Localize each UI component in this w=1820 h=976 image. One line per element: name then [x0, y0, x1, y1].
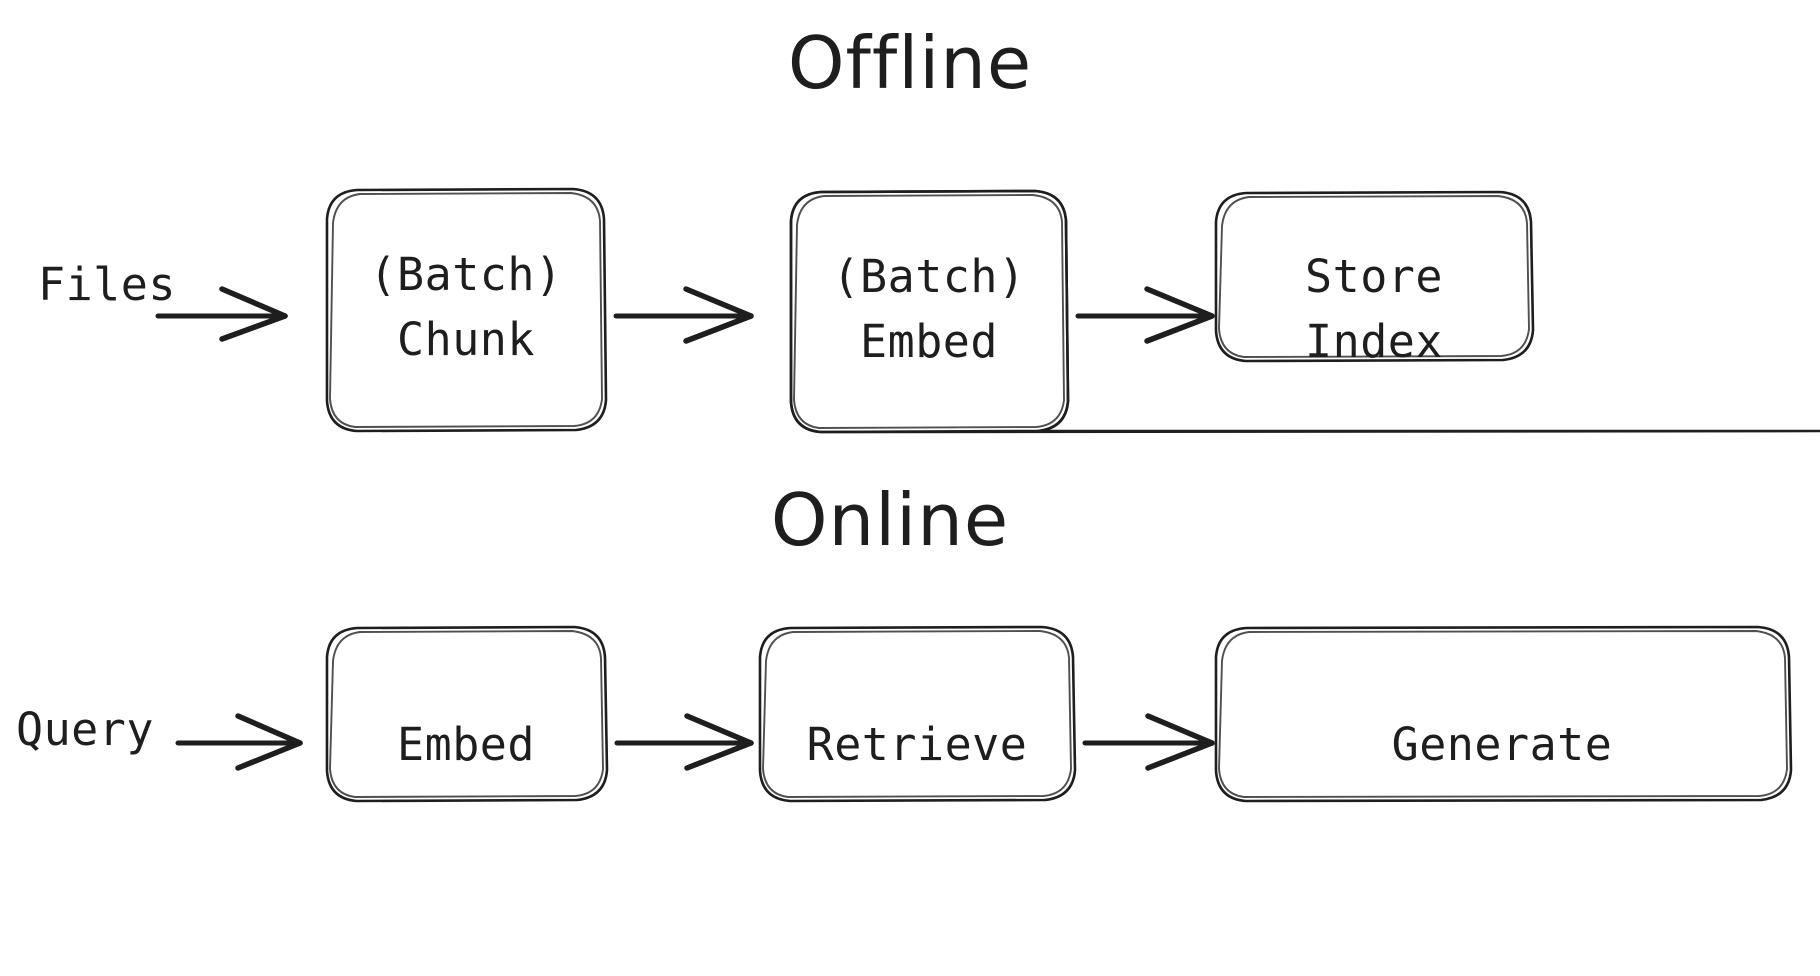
node-store-index-line1: Store — [1305, 250, 1443, 303]
arrow-query-to-embed — [175, 713, 303, 771]
online-section-title: Online — [771, 478, 1009, 562]
node-generate[interactable]: Generate — [1214, 625, 1793, 803]
arrow-retrieve-to-generate — [1082, 713, 1215, 771]
node-generate-label: Generate — [1392, 718, 1613, 771]
offline-section: Offline Files (Batch) Chunk — [38, 21, 1820, 434]
node-embed[interactable]: Embed — [325, 625, 609, 803]
online-section: Online Query Embed — [16, 478, 1793, 803]
arrow-embed-to-retrieve — [614, 713, 754, 771]
node-batch-embed-line2: Embed — [860, 315, 998, 368]
node-embed-label: Embed — [397, 718, 535, 771]
node-batch-chunk[interactable]: (Batch) Chunk — [325, 187, 608, 433]
arrow-embed-to-store — [1075, 286, 1215, 344]
node-retrieve[interactable]: Retrieve — [758, 625, 1077, 803]
node-retrieve-label: Retrieve — [807, 718, 1028, 771]
arrow-chunk-to-embed — [613, 286, 754, 344]
files-input-label: Files — [38, 258, 176, 311]
node-store-index[interactable]: Store Index — [1214, 190, 1535, 368]
node-batch-chunk-line1: (Batch) — [369, 248, 562, 301]
arrow-files-to-chunk — [155, 286, 288, 342]
node-batch-chunk-line2: Chunk — [397, 313, 535, 366]
query-input-label: Query — [16, 703, 154, 756]
node-batch-embed[interactable]: (Batch) Embed — [789, 189, 1820, 434]
offline-section-title: Offline — [788, 21, 1032, 105]
node-store-index-line2: Index — [1305, 315, 1443, 368]
node-batch-embed-line1: (Batch) — [832, 250, 1025, 303]
